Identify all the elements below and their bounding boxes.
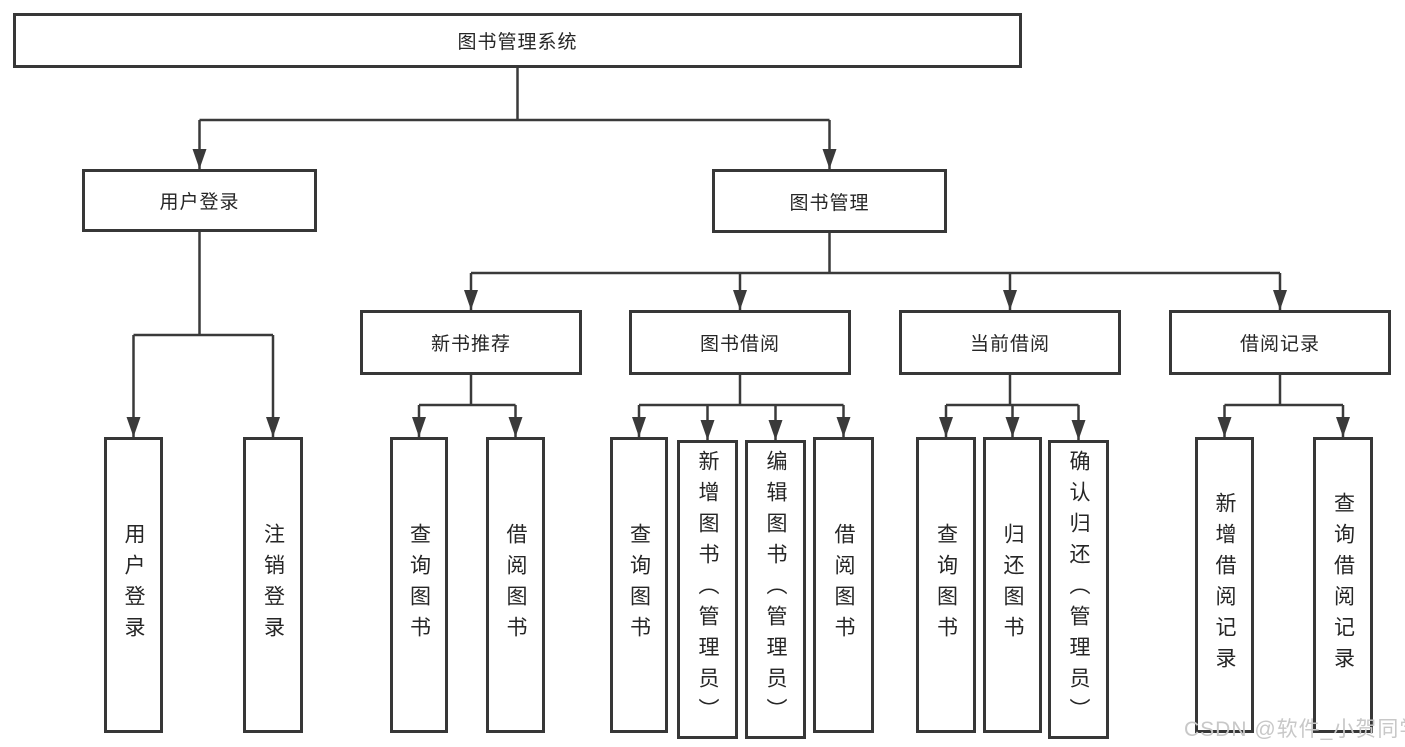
node-user-login: 用户登录 [82,169,317,232]
node-label: 当前借阅 [969,334,1050,355]
leaf-label: 用户登录 [122,523,145,647]
leaf-label: 查询图书 [407,523,431,647]
leaf-label: 归还图书 [1001,523,1024,647]
leaf-logout: 注销登录 [243,437,303,733]
leaf-label: 查询借阅记录 [1331,492,1355,678]
node-label: 用户登录 [159,192,240,213]
leaf-user-login: 用户登录 [104,437,163,733]
leaf-edit-book-admin: 编辑图书（管理员） [745,440,806,739]
node-label: 新书推荐 [430,334,511,355]
leaf-borrow-book: 借阅图书 [813,437,874,733]
leaf-query-book-borrow: 查询图书 [610,437,668,733]
leaf-label: 新增图书（管理员） [696,450,719,729]
leaf-label: 查询图书 [934,523,958,647]
node-label: 图书管理系统 [457,32,578,53]
node-root-system: 图书管理系统 [13,13,1022,68]
leaf-query-book-recommend: 查询图书 [390,437,448,733]
leaf-label: 借阅图书 [504,523,527,647]
leaf-label: 注销登录 [261,523,285,647]
node-current-borrow: 当前借阅 [899,310,1121,375]
leaf-add-book-admin: 新增图书（管理员） [677,440,738,739]
leaf-query-book-current: 查询图书 [916,437,976,733]
leaf-label: 查询图书 [627,523,651,647]
node-book-management: 图书管理 [712,169,947,233]
leaf-query-borrow-record: 查询借阅记录 [1313,437,1373,733]
leaf-label: 编辑图书（管理员） [764,450,787,729]
leaf-confirm-return-admin: 确认归还（管理员） [1048,440,1109,739]
node-label: 图书管理 [789,192,870,214]
node-borrow-records: 借阅记录 [1169,310,1391,375]
leaf-borrow-book-recommend: 借阅图书 [486,437,545,733]
node-book-borrow: 图书借阅 [629,310,851,375]
leaf-return-book: 归还图书 [983,437,1042,733]
node-label: 图书借阅 [699,334,780,355]
connector-trunks [133,68,1343,407]
csdn-watermark: CSDN @软件_小贺同学 [1184,718,1405,741]
leaf-add-borrow-record: 新增借阅记录 [1195,437,1254,733]
leaf-label: 借阅图书 [832,523,855,647]
leaf-label: 新增借阅记录 [1213,492,1236,678]
node-label: 借阅记录 [1239,334,1320,355]
leaf-label: 确认归还（管理员） [1067,450,1090,729]
node-new-book-recommend: 新书推荐 [360,310,582,375]
